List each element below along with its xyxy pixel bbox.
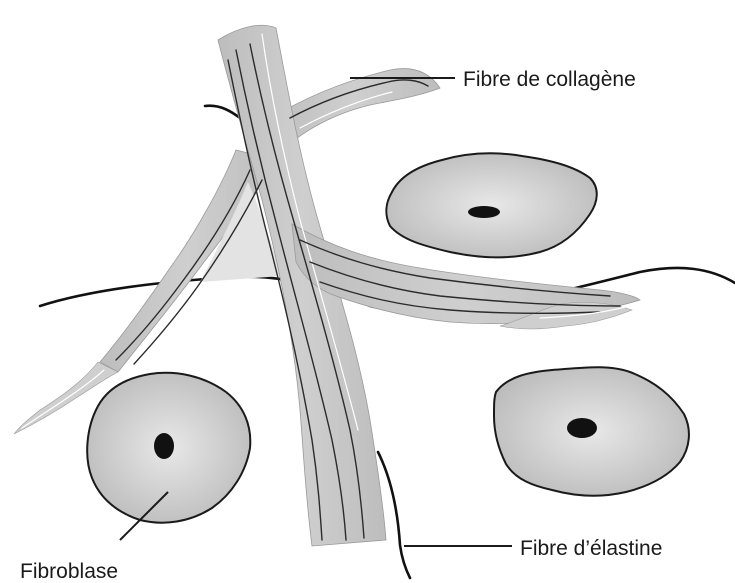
fibroblast-nucleus: [468, 206, 500, 218]
fibroblast-label: Fibroblase: [20, 560, 118, 583]
fibroblast-nucleus: [567, 418, 597, 438]
fibroblast-cells: [87, 153, 689, 522]
elastin-fiber-label: Fibre d’élastine: [520, 537, 662, 560]
fibroblast-nucleus: [154, 433, 174, 459]
elastin-fiber-top: [205, 106, 240, 118]
fibroblast-cell-left: [87, 373, 250, 523]
fibroblast-cell-top: [386, 153, 596, 257]
collagen-fiber-label: Fibre de collagène: [463, 68, 636, 91]
fibroblast-cell-right: [494, 367, 689, 495]
